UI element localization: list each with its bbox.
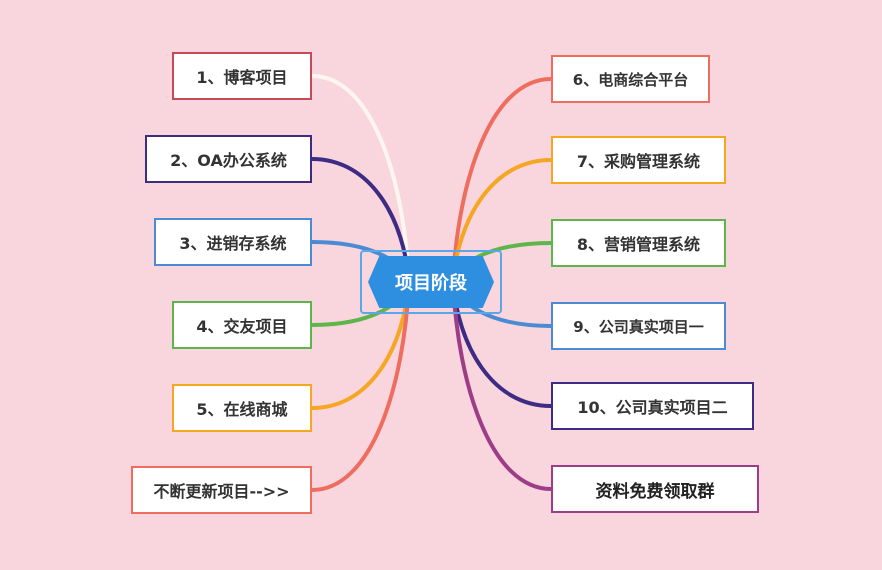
link-topic-blog-project [310,74,411,284]
topic-free-materials-group[interactable]: 资料免费领取群 [551,465,759,513]
link-topic-free-materials-group [451,280,553,491]
link-topic-ecommerce-platform [451,77,553,284]
topic-ecommerce-platform[interactable]: 6、电商综合平台 [551,55,710,103]
link-topic-more-projects [310,280,411,492]
topic-marketing-system[interactable]: 8、营销管理系统 [551,219,726,267]
topic-real-company-project-1[interactable]: 9、公司真实项目一 [551,302,726,350]
topic-social-project[interactable]: 4、交友项目 [172,301,312,349]
topic-real-company-project-2[interactable]: 10、公司真实项目二 [551,382,754,430]
topic-blog-project[interactable]: 1、博客项目 [172,52,312,100]
topic-procurement-system[interactable]: 7、采购管理系统 [551,136,726,184]
central-topic-selection-frame [360,250,502,314]
topic-oa-office-system[interactable]: 2、OA办公系统 [145,135,312,183]
topic-inventory-system[interactable]: 3、进销存系统 [154,218,312,266]
central-topic[interactable]: 项目阶段 [368,256,494,308]
topic-online-mall[interactable]: 5、在线商城 [172,384,312,432]
topic-more-projects[interactable]: 不断更新项目-->> [131,466,312,514]
